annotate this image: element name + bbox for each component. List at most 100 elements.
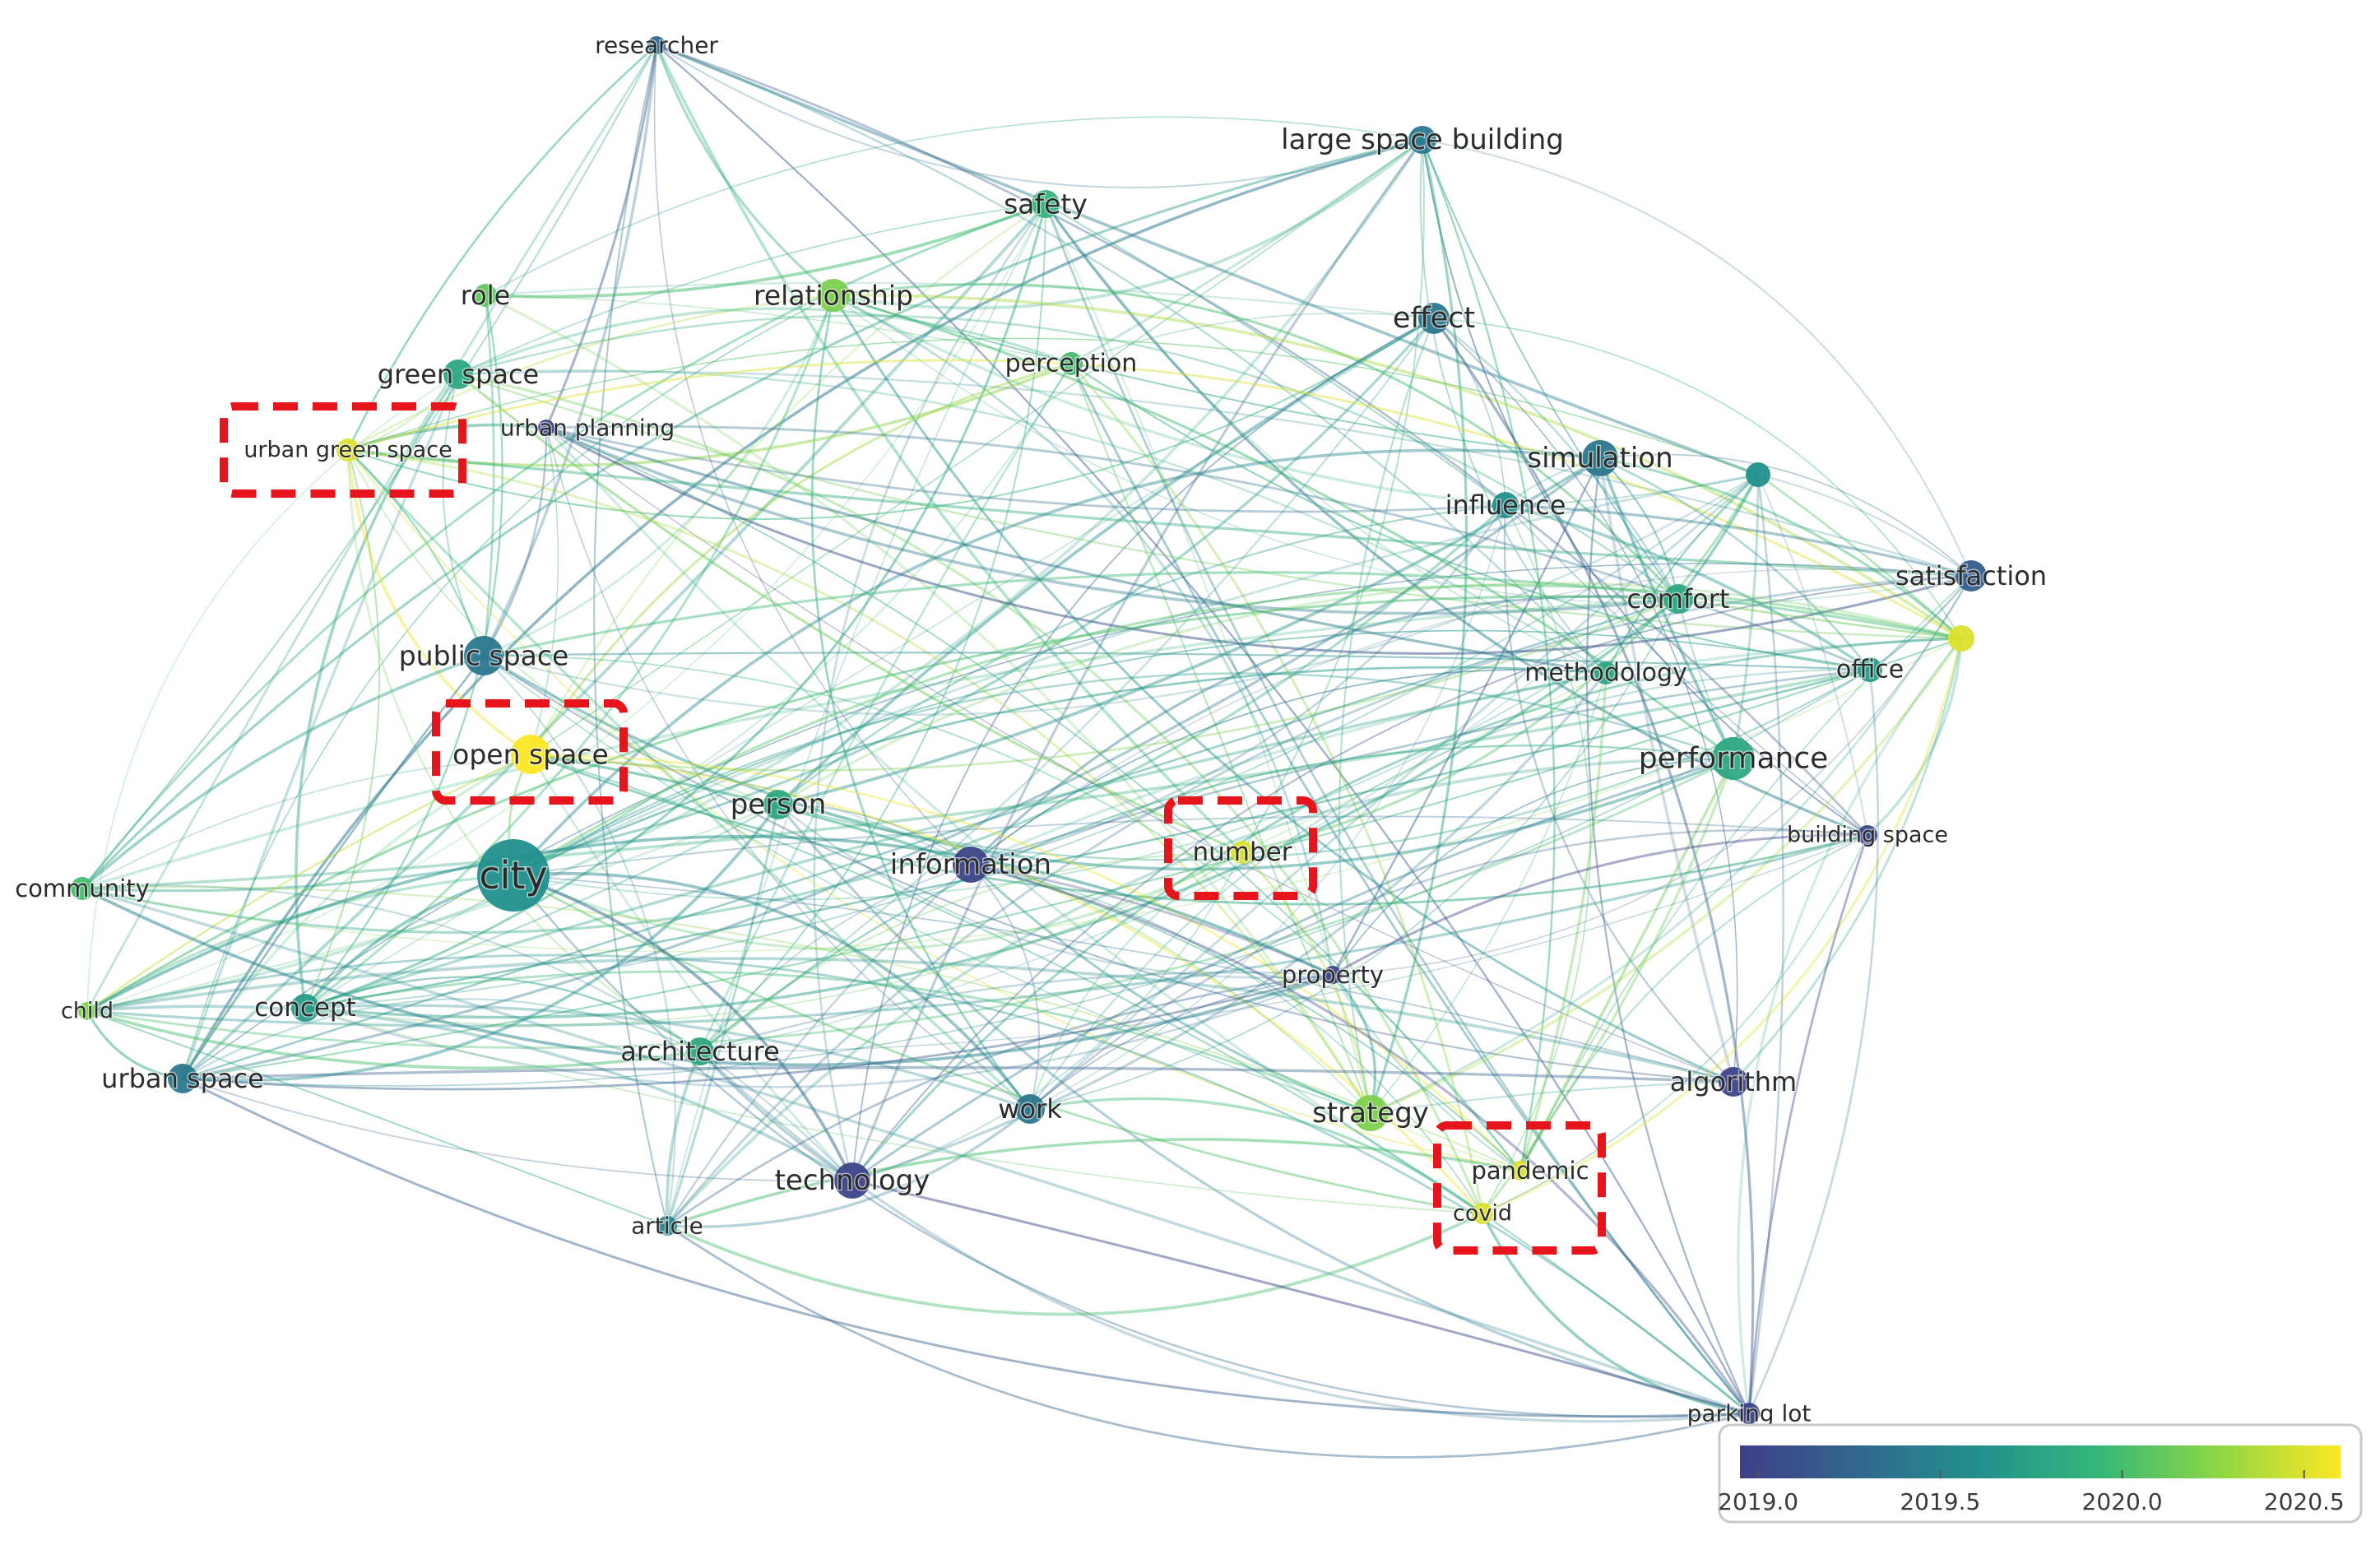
edge (1045, 203, 1607, 674)
node-person[interactable] (763, 790, 793, 819)
edge (347, 448, 1372, 1114)
node-article[interactable] (657, 1216, 677, 1236)
edge (81, 668, 1871, 890)
edge (1422, 139, 1972, 577)
node-architecture[interactable] (686, 1037, 714, 1065)
node-safety[interactable] (1032, 190, 1060, 218)
edge (1370, 638, 1963, 1115)
node-urban-planning[interactable] (538, 420, 554, 436)
node-technology[interactable] (834, 1162, 870, 1199)
node-urban-space[interactable] (168, 1064, 197, 1093)
edge (1757, 473, 1972, 577)
node-city[interactable] (477, 839, 550, 912)
edge (851, 671, 1608, 1182)
edge (593, 44, 668, 1227)
edge (304, 1007, 1483, 1214)
edge (1433, 318, 1962, 639)
node-community[interactable] (71, 877, 94, 900)
node-label-relationship: relationship (754, 280, 913, 312)
node-large-space-building[interactable] (1408, 126, 1436, 154)
edge (666, 1212, 1483, 1316)
edge (513, 874, 854, 1181)
node-effect[interactable] (1418, 303, 1450, 334)
node-researcher[interactable] (647, 36, 666, 54)
edge (1241, 672, 1607, 853)
node-role[interactable] (474, 284, 497, 307)
edge (513, 598, 1679, 901)
node-number[interactable] (1231, 841, 1254, 864)
node-label-effect: effect (1393, 302, 1475, 335)
edge (1677, 474, 1760, 601)
edge (699, 203, 1046, 1052)
node-label-strategy: strategy (1312, 1097, 1429, 1130)
edge (482, 44, 658, 657)
edge (304, 295, 835, 1009)
edge (833, 294, 1506, 507)
node-property[interactable] (1324, 966, 1342, 984)
node-label-person: person (731, 788, 827, 821)
node-office[interactable] (1858, 657, 1882, 682)
edge (347, 318, 1435, 521)
node-label-information: information (890, 848, 1051, 881)
node-concept[interactable] (291, 994, 319, 1022)
edge (304, 474, 1759, 1009)
edge (1241, 139, 1425, 853)
edge (1732, 474, 1760, 759)
node-parking-lot[interactable] (1738, 1403, 1760, 1424)
edge (485, 202, 1046, 299)
node-label-technology: technology (775, 1164, 930, 1197)
node-child[interactable] (78, 1002, 96, 1020)
edge (833, 295, 1601, 459)
node-covid[interactable] (1472, 1203, 1493, 1224)
node-simulation[interactable] (1582, 440, 1618, 476)
node-influence[interactable] (1492, 492, 1519, 518)
edge (530, 597, 1679, 772)
edge (86, 1004, 853, 1182)
edge (457, 370, 1972, 578)
edge (698, 1050, 853, 1182)
edge (970, 864, 1521, 1172)
edge (699, 474, 1759, 1052)
edge (1029, 598, 1679, 1110)
node-open-space[interactable] (511, 735, 550, 774)
node-building-space[interactable] (1858, 825, 1877, 845)
node-information[interactable] (953, 847, 989, 883)
node-relationship[interactable] (817, 279, 850, 312)
node-perception[interactable] (1060, 352, 1083, 375)
edge (545, 427, 1521, 1172)
edge (545, 426, 1607, 675)
node-label-child: child (61, 999, 114, 1024)
edge (295, 373, 460, 1009)
edge (1331, 974, 1521, 1172)
node-public-space[interactable] (464, 636, 503, 675)
edge (86, 373, 459, 1012)
edge (483, 655, 1371, 1114)
edge (1433, 318, 1506, 506)
node-performance[interactable] (1712, 737, 1755, 780)
node-unlabeled-yellow[interactable] (1948, 625, 1974, 652)
edge (1370, 1112, 1521, 1172)
node-methodology[interactable] (1594, 661, 1617, 684)
edge (457, 314, 1679, 601)
node-strategy[interactable] (1352, 1095, 1389, 1131)
node-work[interactable] (1015, 1094, 1045, 1124)
node-green-space[interactable] (443, 360, 473, 389)
node-label-methodology: methodology (1524, 659, 1687, 688)
edge (182, 998, 701, 1079)
node-label-algorithm: algorithm (1670, 1066, 1797, 1097)
node-satisfaction[interactable] (1955, 560, 1987, 592)
edge (545, 426, 1679, 615)
edge (1599, 453, 1972, 577)
node-comfort[interactable] (1663, 584, 1693, 614)
edge (182, 563, 1972, 1079)
edge (777, 503, 1506, 805)
node-pandemic[interactable] (1510, 1161, 1530, 1181)
node-urban-green-space[interactable] (336, 438, 360, 462)
node-unlabeled-teal[interactable] (1746, 462, 1770, 487)
edge (1482, 638, 1963, 1215)
edge (777, 582, 1962, 806)
node-label-community: community (15, 875, 150, 902)
edge (530, 753, 1521, 1172)
node-label-urban-planning: urban planning (500, 415, 675, 442)
node-algorithm[interactable] (1719, 1067, 1748, 1097)
